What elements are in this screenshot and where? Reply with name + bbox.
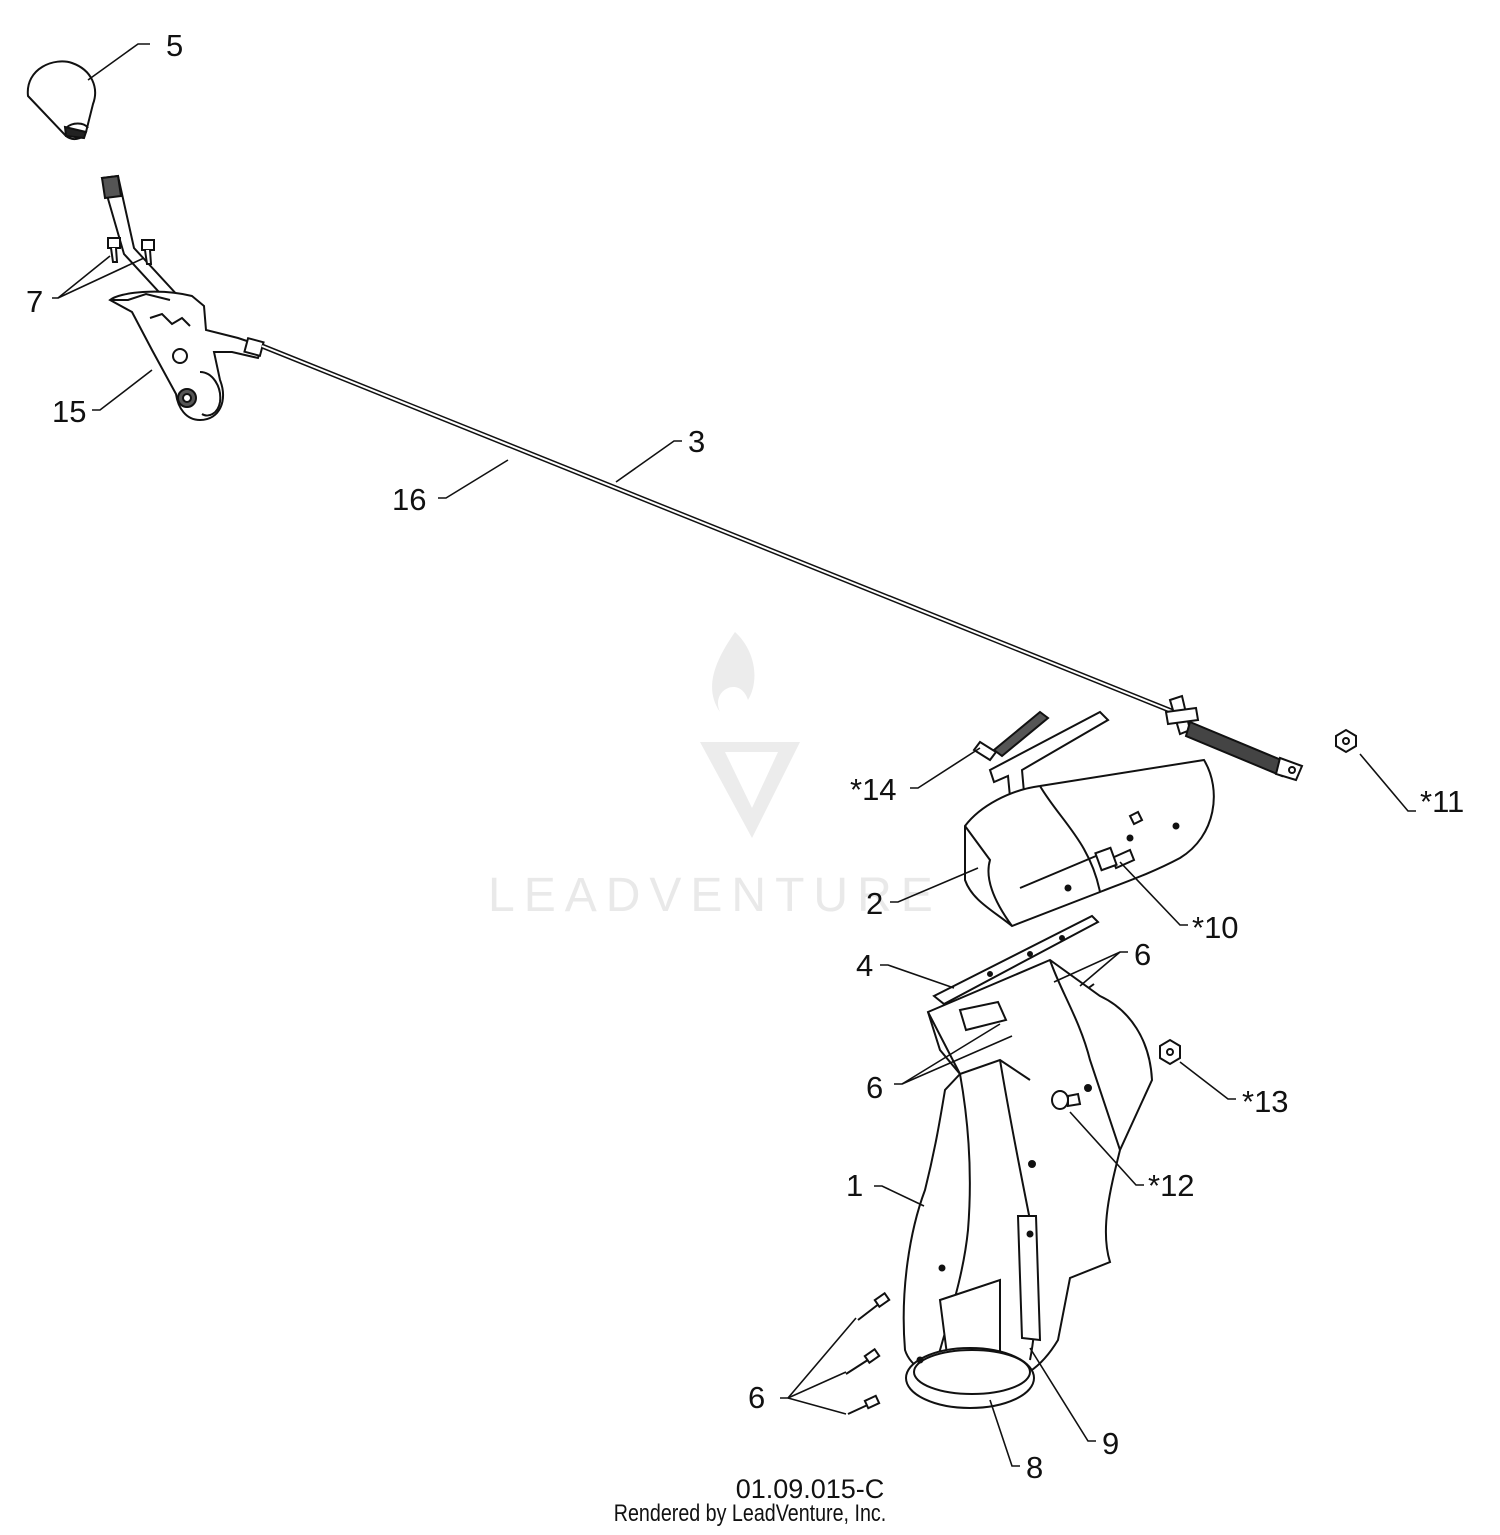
watermark-logo bbox=[700, 632, 800, 838]
chute-body bbox=[902, 958, 1154, 1409]
callout-16: 16 bbox=[392, 482, 426, 517]
control-cable bbox=[261, 343, 1175, 715]
callout-15: 15 bbox=[52, 394, 86, 429]
screws-7 bbox=[107, 237, 155, 265]
nut-13 bbox=[1159, 1038, 1181, 1066]
shift-bracket bbox=[108, 290, 265, 422]
callout-6-upper-right: 6 bbox=[1134, 937, 1151, 972]
callouts: 5 7 15 16 3 *14 *11 2 *10 4 6 6 *13 *12 … bbox=[26, 28, 1464, 1485]
callout-4: 4 bbox=[856, 948, 873, 983]
callout-7: 7 bbox=[26, 284, 43, 319]
knob-12 bbox=[1051, 1090, 1082, 1110]
spring-coil bbox=[972, 710, 1050, 762]
shift-knob bbox=[26, 60, 97, 141]
nut-11 bbox=[1335, 728, 1357, 754]
bolt-10 bbox=[1094, 846, 1136, 872]
rivets-lower bbox=[845, 1291, 891, 1415]
callout-5: 5 bbox=[166, 28, 183, 63]
callout-8: 8 bbox=[1026, 1450, 1043, 1485]
callout-14: *14 bbox=[850, 772, 897, 807]
callout-6-upper-left: 6 bbox=[866, 1070, 883, 1105]
callout-11: *11 bbox=[1420, 784, 1464, 819]
drawing-id: 01.09.015-C bbox=[735, 1474, 885, 1504]
callout-6-lower: 6 bbox=[748, 1380, 765, 1415]
callout-10: *10 bbox=[1192, 910, 1239, 945]
callout-2: 2 bbox=[866, 886, 883, 921]
callout-12: *12 bbox=[1148, 1168, 1195, 1203]
render-credit: Rendered by LeadVenture, Inc. bbox=[613, 1500, 887, 1527]
callout-13: *13 bbox=[1242, 1084, 1289, 1119]
callout-9: 9 bbox=[1102, 1426, 1119, 1461]
callout-3: 3 bbox=[688, 424, 705, 459]
deflector bbox=[964, 710, 1215, 928]
hinge-bar bbox=[932, 914, 1100, 1006]
leader-lines bbox=[52, 43, 1416, 1467]
cable-end-fitting bbox=[1164, 694, 1304, 782]
watermark-text: LEADVENTURE bbox=[488, 869, 942, 922]
callout-1: 1 bbox=[846, 1168, 863, 1203]
